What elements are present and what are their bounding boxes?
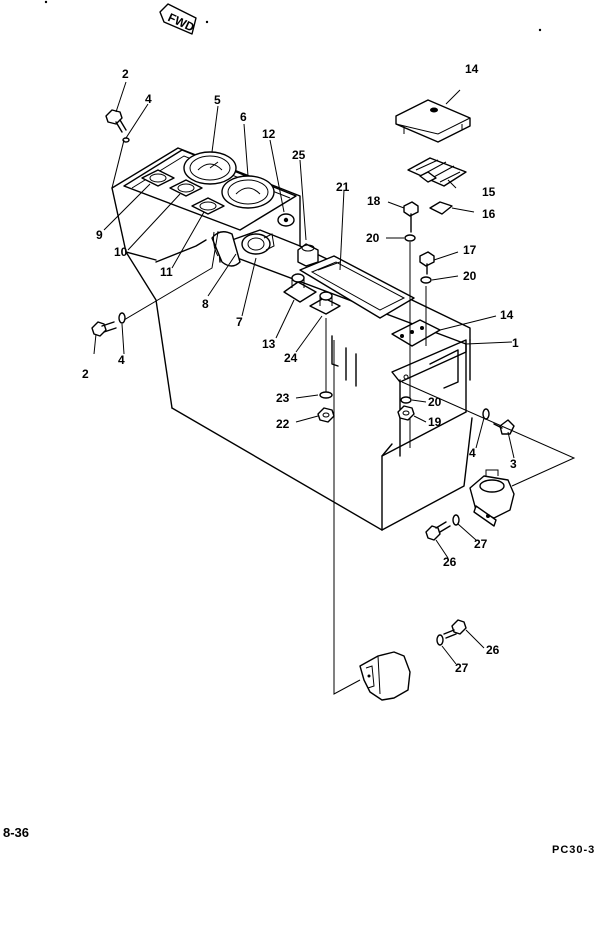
part-label-20c: 20 bbox=[428, 395, 442, 409]
part-label-22: 22 bbox=[276, 417, 290, 431]
part-label-27-upper: 27 bbox=[474, 537, 488, 551]
part-label-6: 6 bbox=[240, 110, 247, 124]
switch-24 bbox=[309, 291, 341, 315]
bolt-2-lower bbox=[91, 321, 117, 337]
part-label-26-lower: 26 bbox=[486, 643, 500, 657]
part-label-20a: 20 bbox=[366, 231, 380, 245]
switch-12 bbox=[277, 213, 295, 227]
part-label-4-upper: 4 bbox=[145, 92, 152, 106]
washer-20a bbox=[404, 234, 416, 242]
part-label-24: 24 bbox=[284, 351, 298, 365]
bolt-3 bbox=[493, 419, 515, 435]
nut-19 bbox=[397, 405, 415, 421]
part-label-23: 23 bbox=[276, 391, 290, 405]
part-label-1: 1 bbox=[512, 336, 519, 350]
bracket-8 bbox=[211, 231, 241, 267]
gauge-5 bbox=[183, 151, 237, 185]
fuse-set-15 bbox=[407, 157, 467, 187]
indicator-lamp-11 bbox=[191, 197, 225, 215]
clip-16 bbox=[429, 201, 453, 215]
indicator-lamp-9 bbox=[141, 169, 175, 187]
part-label-15: 15 bbox=[482, 185, 496, 199]
part-label-2-upper: 2 bbox=[122, 67, 129, 81]
bolt-2-upper bbox=[105, 109, 127, 133]
page-number: 8-36 bbox=[3, 825, 30, 840]
bolt-26-lower bbox=[443, 619, 467, 639]
bolt-17 bbox=[419, 251, 435, 275]
part-label-20b: 20 bbox=[463, 269, 477, 283]
key-switch-7 bbox=[241, 233, 275, 255]
monitor-panel-21 bbox=[299, 255, 415, 319]
switch-25 bbox=[297, 243, 319, 267]
washer-4-lower bbox=[118, 312, 126, 324]
part-label-5: 5 bbox=[214, 93, 221, 107]
part-label-14-upper: 14 bbox=[465, 62, 479, 76]
relay-unit bbox=[469, 469, 515, 527]
washer-20b bbox=[420, 276, 432, 284]
washer-4-right bbox=[482, 408, 490, 420]
part-label-4-right: 4 bbox=[469, 446, 476, 460]
part-label-19: 19 bbox=[428, 415, 442, 429]
part-label-10: 10 bbox=[114, 245, 128, 259]
part-label-26-upper: 26 bbox=[443, 555, 457, 569]
part-label-14-lower: 14 bbox=[500, 308, 514, 322]
gauge-6 bbox=[221, 175, 275, 209]
part-label-7: 7 bbox=[236, 315, 243, 329]
bolt-18 bbox=[403, 201, 419, 233]
fwd-label: FWD bbox=[166, 10, 197, 34]
part-label-25: 25 bbox=[292, 148, 306, 162]
part-label-11: 11 bbox=[160, 265, 173, 279]
part-label-2-lower: 2 bbox=[82, 367, 89, 381]
part-label-12: 12 bbox=[262, 127, 276, 141]
cover-14 bbox=[395, 99, 471, 143]
support-bracket bbox=[331, 335, 357, 387]
washer-20c bbox=[400, 396, 412, 404]
bolt-26-upper bbox=[425, 521, 451, 541]
nut-22 bbox=[317, 407, 335, 423]
part-label-3: 3 bbox=[510, 457, 517, 471]
part-label-9: 9 bbox=[96, 228, 103, 242]
washer-27-upper bbox=[452, 514, 460, 526]
indicator-lamp-10 bbox=[169, 179, 203, 197]
fuse-block bbox=[391, 319, 441, 347]
part-label-21: 21 bbox=[336, 180, 350, 194]
part-number-labels: 2 4 5 6 12 25 21 14 15 16 18 20 17 20 14… bbox=[82, 62, 519, 675]
switch-13 bbox=[283, 273, 317, 303]
washer-27-lower bbox=[436, 634, 444, 646]
part-label-4-lower: 4 bbox=[118, 353, 125, 367]
part-label-17: 17 bbox=[463, 243, 477, 257]
model-code: PC30-3 bbox=[552, 844, 596, 856]
fwd-arrow: FWD bbox=[159, 3, 197, 35]
part-label-27-lower: 27 bbox=[455, 661, 469, 675]
washer-23 bbox=[319, 391, 333, 399]
part-label-8: 8 bbox=[202, 297, 209, 311]
leader-lines bbox=[93, 81, 576, 695]
part-label-16: 16 bbox=[482, 207, 496, 221]
part-label-13: 13 bbox=[262, 337, 276, 351]
part-label-18: 18 bbox=[367, 194, 381, 208]
relay-bracket bbox=[359, 651, 411, 701]
